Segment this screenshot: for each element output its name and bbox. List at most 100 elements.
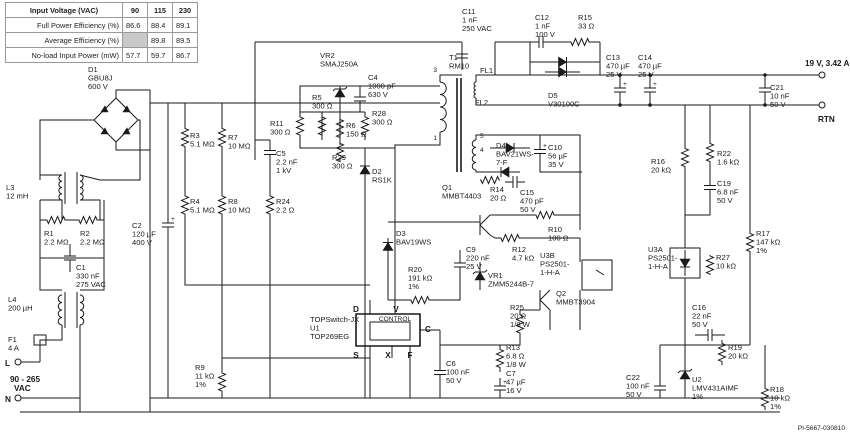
label-c6: C6 xyxy=(446,359,456,368)
wire xyxy=(39,200,105,220)
label-vr1: VR1 xyxy=(488,271,503,280)
label-c12: C12 xyxy=(535,13,549,22)
label-c10: 35 V xyxy=(548,160,565,169)
u1-control-label: CONTROL xyxy=(379,316,412,323)
label-q2: Q2 xyxy=(556,289,566,298)
polarity-mark: + xyxy=(171,216,175,223)
r29 xyxy=(335,142,345,163)
label-f1: 4 A xyxy=(8,344,20,353)
parts xyxy=(14,36,826,410)
r9 xyxy=(217,366,227,398)
label-r17: R17 xyxy=(756,229,770,238)
vr1 xyxy=(474,271,486,281)
label-r18: 10 kΩ xyxy=(770,394,790,403)
label-r10: R10 xyxy=(548,225,562,234)
label-c5: 1 kV xyxy=(276,166,292,175)
label-d3: D3 xyxy=(396,229,406,238)
label-u2: LMV431AIMF xyxy=(692,384,739,393)
label-r4: 5.1 MΩ xyxy=(190,206,215,215)
label-c21: 10 nF xyxy=(770,92,790,101)
c7 xyxy=(494,378,506,398)
label-r27: 10 kΩ xyxy=(716,262,736,271)
label-r4: R4 xyxy=(190,197,200,206)
r20 xyxy=(400,295,440,305)
d5-bias xyxy=(500,166,510,178)
label-c22: C22 xyxy=(626,373,640,382)
label-d5: V30100C xyxy=(548,100,580,109)
polarity-mark: + xyxy=(503,379,507,386)
l4-winding-1 xyxy=(57,294,63,326)
wire xyxy=(387,221,480,300)
label-r9: 1% xyxy=(195,380,206,389)
r4 xyxy=(180,180,190,230)
label-r14: R14 xyxy=(490,185,504,194)
label-c2: C2 xyxy=(132,221,142,230)
l3-core xyxy=(64,172,78,204)
label-u3b: 1-H-A xyxy=(540,268,561,277)
label-r25: R25 xyxy=(510,303,524,312)
vin-range-label: 90 - 265 xyxy=(10,375,40,384)
label-c19: 50 V xyxy=(717,196,734,205)
label-r2: R2 xyxy=(80,229,90,238)
label-d1: GBU8J xyxy=(88,74,113,83)
label-r18: R18 xyxy=(770,385,784,394)
q2-transistor xyxy=(539,289,551,311)
wire xyxy=(39,174,101,181)
d4 xyxy=(505,142,515,154)
t1-pin-5: 5 xyxy=(480,133,484,140)
label-r29: R29 xyxy=(332,153,346,162)
label-r1: 2.2 MΩ xyxy=(44,238,69,247)
wire xyxy=(255,41,463,70)
label-c21: 50 V xyxy=(770,100,787,109)
label-d5: D5 xyxy=(548,91,558,100)
label-u1: TOPSwitch-JX xyxy=(310,315,359,324)
wire xyxy=(39,258,105,291)
u1-body xyxy=(355,313,421,347)
r5 xyxy=(317,112,327,140)
vr2 xyxy=(334,88,346,98)
label-r22: 1.6 kΩ xyxy=(717,158,739,167)
footer-code: PI-5667-030810 xyxy=(798,425,846,432)
bridge-diode xyxy=(100,105,109,113)
label-vr1: ZMM5244B-7 xyxy=(488,280,534,289)
r2 xyxy=(72,215,104,225)
label-r29: 300 Ω xyxy=(332,162,353,171)
label-d2: RS1K xyxy=(372,176,392,185)
polarity-mark: + xyxy=(623,81,627,88)
c22 xyxy=(654,378,666,398)
c14 xyxy=(644,75,656,105)
label-c6: 50 V xyxy=(446,376,463,385)
wire xyxy=(39,119,141,181)
r22 xyxy=(705,140,715,165)
label-r12: 4.7 kΩ xyxy=(512,254,534,263)
l3-winding-1 xyxy=(58,174,63,201)
wire xyxy=(115,142,150,151)
label-r3: R3 xyxy=(190,131,200,140)
label-r9: 11 kΩ xyxy=(195,372,215,381)
label-c1: C1 xyxy=(76,263,86,272)
label-r20: 1% xyxy=(408,282,419,291)
u3a-led xyxy=(679,258,691,268)
r25 xyxy=(515,310,525,338)
label-r16: 20 kΩ xyxy=(651,166,671,175)
label-c15: C15 xyxy=(520,188,534,197)
label-d1: D1 xyxy=(88,65,98,74)
label-c16: 22 nF xyxy=(692,312,712,321)
c4 xyxy=(354,86,366,112)
u1-pin-x: X xyxy=(385,351,391,360)
label-r18: 1% xyxy=(770,402,781,411)
label-r27: R27 xyxy=(716,253,730,262)
label-q1: MMBT4403 xyxy=(442,192,481,201)
label-u3a: 1-H-A xyxy=(648,262,669,271)
r7 xyxy=(217,110,227,165)
r16 xyxy=(680,140,690,175)
label-c14: C14 xyxy=(638,53,652,62)
r11 xyxy=(295,112,305,140)
rtn-label: RTN xyxy=(818,115,835,124)
label-r7: R7 xyxy=(228,133,238,142)
r1 xyxy=(40,215,72,225)
polarity-mark: + xyxy=(543,143,547,150)
l4-winding-2 xyxy=(79,294,85,326)
t1-pin-3: 3 xyxy=(433,67,437,74)
